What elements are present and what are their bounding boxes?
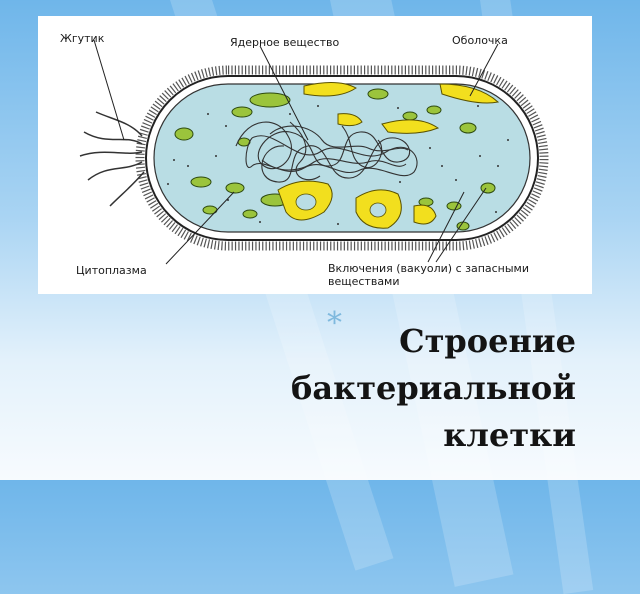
slide-title: Строение бактериальной клетки — [246, 318, 576, 459]
leader-lines — [93, 39, 499, 265]
label-shell: Оболочка — [452, 34, 508, 47]
cell-illustration — [79, 39, 549, 265]
label-cytoplasm: Цитоплазма — [76, 264, 147, 277]
cytoplasm-granules — [167, 105, 509, 225]
label-inclusions-line1: Включения (вакуоли) с запасными — [328, 262, 530, 275]
label-inclusions-line2: веществами — [328, 275, 400, 288]
yellow-inclusion-centers — [295, 193, 387, 218]
label-nuclear-substance: Ядерное вещество — [230, 36, 340, 49]
bacterial-cell-diagram: Жгутик Ядерное вещество Оболочка Цитопла… — [38, 16, 592, 294]
nucleoid — [235, 121, 418, 183]
green-inclusions — [174, 85, 496, 231]
title-bullet: * — [327, 306, 342, 341]
slide-title-line3: клетки — [443, 416, 576, 454]
label-flagellum: Жгутик — [60, 32, 105, 45]
slide-title-line1: Строение — [399, 322, 576, 360]
flagella — [79, 111, 145, 207]
slide-title-line2: бактериальной — [291, 369, 576, 407]
